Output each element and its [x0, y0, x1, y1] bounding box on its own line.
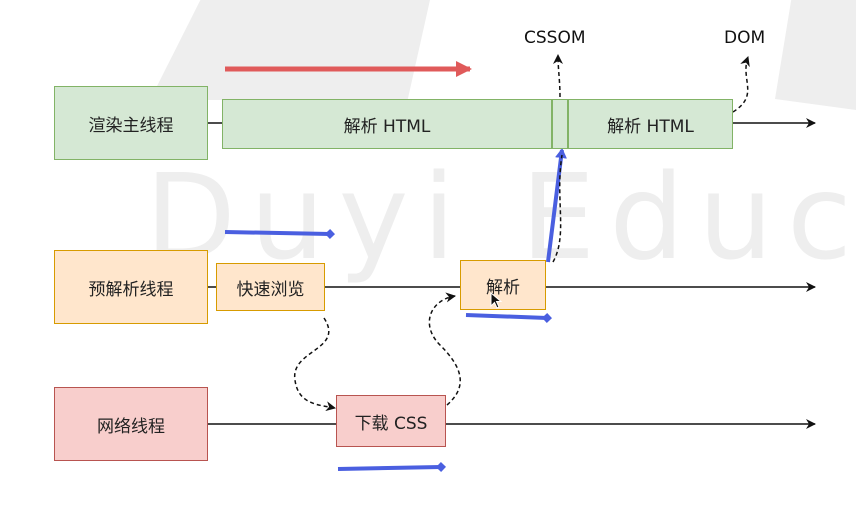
task-parse-html-1: 解析 HTML: [222, 99, 552, 149]
dashed-download-to-parse: [428, 292, 461, 406]
thread-render-main: 渲染主线程: [54, 86, 208, 160]
dashed-quick-browse-to-download: [294, 317, 336, 412]
blue-highlight-preparse: [224, 229, 335, 239]
task-parse: 解析: [460, 260, 546, 310]
task-download-css: 下载 CSS: [336, 395, 446, 447]
task-quick-browse: 快速浏览: [216, 263, 325, 311]
dashed-main-to-dom: [732, 56, 750, 113]
dashed-main-to-cssom: [553, 54, 564, 98]
dashed-parse-to-main: [552, 154, 563, 263]
thread-preparse: 预解析线程: [54, 250, 208, 324]
output-cssom-label: CSSOM: [524, 28, 586, 48]
task-cssom-gap: [552, 99, 568, 149]
mouse-cursor-icon: [490, 292, 503, 309]
blue-highlight-network: [337, 462, 446, 472]
task-parse-html-2: 解析 HTML: [568, 99, 733, 149]
output-dom-label: DOM: [724, 28, 766, 48]
thread-network: 网络线程: [54, 387, 208, 461]
blue-highlight-parse: [465, 313, 552, 323]
